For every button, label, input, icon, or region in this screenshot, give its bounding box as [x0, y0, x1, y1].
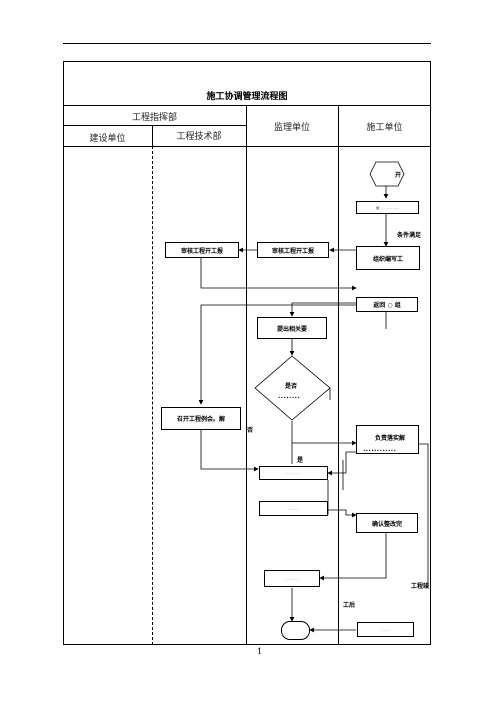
no-label: 否 [247, 427, 254, 434]
page-number: 1 [257, 647, 263, 656]
column-header-supervisor: 监理单位 [273, 123, 310, 133]
propose-requirements-box: 提出相关要 [257, 317, 327, 339]
column-header-hq: 工程指挥部 [131, 113, 177, 123]
start-terminator-shape [369, 161, 405, 187]
decision-diamond-shape [254, 355, 331, 421]
col-divider-tech-supervisor [246, 105, 247, 645]
confirm-rectification-box: 确认整改完 [356, 513, 418, 533]
check-box: ........ [259, 501, 328, 516]
compile-plan-box: 组织编写工 [356, 246, 420, 270]
implement-title: 负责落实解 [375, 435, 406, 442]
yes-label: 是 [297, 457, 304, 464]
report-box: .......... [264, 570, 320, 587]
start-node: 开 [395, 172, 402, 179]
submit-request-box: 施 ............ [356, 201, 419, 214]
return-box: 返回 ○ 组 [356, 297, 418, 312]
column-header-tech: 工程技术部 [176, 132, 222, 142]
implement-box: 负责落实解 ............ [356, 425, 419, 454]
supervisor-review-box: 审核工程开工报 [257, 242, 329, 258]
yes-result-box: ........... [259, 466, 328, 480]
col-divider-owner-tech-dashed [152, 146, 153, 645]
conditions-met-label: 条件满足 [397, 232, 422, 239]
decision-title: 是否 [285, 383, 298, 390]
tech-review-box: 审核工程开工报 [165, 242, 239, 258]
meeting-box: 召开工程例会。解 [161, 407, 241, 430]
title-row-divider [63, 105, 431, 106]
chart-title: 施工协调管理流程图 [206, 92, 288, 102]
end-terminator [281, 621, 310, 640]
completion-label-2: 工后 [343, 602, 356, 609]
column-header-contractor: 施工单位 [366, 123, 403, 133]
implement-sub: ............ [363, 446, 397, 453]
header-bottom-divider [63, 146, 431, 147]
page-top-rule [63, 43, 431, 44]
decision-sub: ........ [278, 393, 301, 400]
col-divider-supervisor-contractor [338, 105, 339, 645]
completion-label-1: 工程竣 [411, 583, 430, 590]
column-header-owner: 建设单位 [89, 134, 126, 144]
final-box: ...... [357, 622, 414, 637]
hq-subheader-divider [63, 125, 246, 126]
flowchart-frame [63, 61, 431, 645]
col-divider-owner-tech-header [152, 125, 153, 146]
